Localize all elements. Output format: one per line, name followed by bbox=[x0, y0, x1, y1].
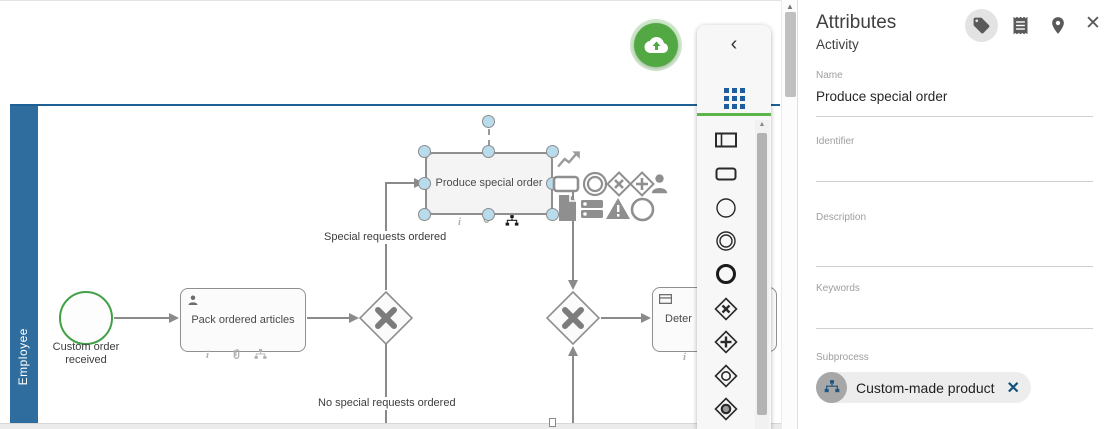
field-underline bbox=[816, 328, 1093, 329]
chevron-left-icon: ‹ bbox=[730, 33, 738, 55]
task-produce-special-order[interactable]: Produce special order bbox=[425, 152, 553, 215]
info-badge-icon: i bbox=[458, 216, 462, 228]
chip-label: Custom-made product bbox=[856, 379, 995, 396]
create-and-gateway-icon[interactable] bbox=[629, 171, 655, 197]
info-badge-icon: i bbox=[206, 349, 210, 361]
attach-trend-arrow-icon[interactable] bbox=[556, 148, 582, 170]
start-event-label: Custom order received bbox=[52, 341, 120, 366]
field-underline bbox=[816, 181, 1093, 182]
resize-handle-ne[interactable] bbox=[546, 145, 559, 158]
create-xor-gateway-icon[interactable] bbox=[606, 171, 632, 197]
selection-anchor-line bbox=[488, 129, 490, 146]
palette-item-end-event-icon[interactable] bbox=[714, 262, 738, 286]
diagram-canvas[interactable]: Employee Custom order received Pack orde… bbox=[0, 0, 800, 429]
name-field[interactable]: Produce special order bbox=[816, 89, 948, 104]
palette-item-start-event-icon[interactable] bbox=[714, 196, 738, 220]
attributes-tab-active[interactable] bbox=[965, 9, 998, 42]
resize-handle-w[interactable] bbox=[418, 177, 431, 190]
connectors-layer bbox=[114, 178, 651, 423]
palette-scrollbar-thumb[interactable] bbox=[757, 133, 767, 415]
create-task-icon[interactable] bbox=[552, 175, 580, 193]
task-label: Deter bbox=[665, 313, 692, 325]
task-label: Pack ordered articles bbox=[191, 313, 295, 326]
canvas-top-border bbox=[0, 0, 800, 1]
person-marker-icon bbox=[188, 295, 198, 305]
gateway-exclusive-2[interactable] bbox=[545, 290, 601, 346]
resize-handle-n[interactable] bbox=[482, 145, 495, 158]
palette-scrollbar[interactable]: ▲ bbox=[755, 120, 769, 429]
field-underline bbox=[816, 116, 1093, 117]
panel-title: Attributes bbox=[816, 12, 897, 33]
close-icon: ✕ bbox=[1006, 379, 1020, 397]
tag-icon bbox=[973, 17, 990, 34]
swimlane-header[interactable]: Employee bbox=[10, 105, 38, 423]
cloud-upload-icon bbox=[644, 37, 668, 53]
warning-triangle-icon[interactable] bbox=[605, 197, 631, 220]
location-pin-tab-button[interactable] bbox=[1048, 15, 1068, 36]
horizontal-scrollbar[interactable] bbox=[0, 423, 800, 429]
subprocess-badge-icon bbox=[254, 349, 267, 359]
chip-remove-button[interactable]: ✕ bbox=[1002, 378, 1025, 398]
arrowheads bbox=[169, 178, 651, 356]
field-label-keywords: Keywords bbox=[816, 283, 860, 294]
receipt-tab-button[interactable] bbox=[1010, 15, 1031, 36]
swimlane-top-border bbox=[10, 104, 780, 106]
gateway-exclusive-1[interactable] bbox=[358, 290, 414, 346]
palette-shapes-tab[interactable] bbox=[724, 88, 745, 109]
assign-role-person-icon[interactable] bbox=[651, 173, 668, 194]
field-label-identifier: Identifier bbox=[816, 136, 855, 147]
scroll-up-icon[interactable]: ▲ bbox=[758, 121, 766, 128]
connection-anchor-handle[interactable] bbox=[482, 115, 495, 128]
create-end-event-icon[interactable] bbox=[630, 197, 655, 222]
palette-item-intermediate-event-icon[interactable] bbox=[714, 229, 738, 253]
resize-handle-nw[interactable] bbox=[418, 145, 431, 158]
field-label-name: Name bbox=[816, 70, 843, 81]
palette-item-pool-icon[interactable] bbox=[714, 128, 738, 152]
attributes-panel: Attributes Activity ✕ Name Produce speci… bbox=[797, 0, 1110, 429]
task-pack-ordered-articles[interactable]: Pack ordered articles bbox=[180, 288, 306, 352]
attributes-rows-icon[interactable] bbox=[580, 199, 604, 219]
resize-handle-se[interactable] bbox=[546, 208, 559, 221]
palette-item-task-icon[interactable] bbox=[714, 162, 738, 186]
subprocess-chip[interactable]: Custom-made product ✕ bbox=[816, 372, 1031, 403]
shape-palette: ‹ bbox=[697, 25, 771, 429]
palette-item-event-gateway-icon[interactable] bbox=[714, 397, 738, 421]
task-type-marker-icon bbox=[659, 294, 672, 304]
panel-scrollbar-thumb[interactable] bbox=[785, 12, 796, 97]
attach-document-icon[interactable] bbox=[557, 194, 578, 222]
info-badge-icon: i bbox=[683, 351, 687, 363]
active-tab-indicator bbox=[697, 113, 771, 116]
task-label: Produce special order bbox=[435, 177, 543, 189]
field-label-subprocess: Subprocess bbox=[816, 352, 869, 363]
element-type-label: Activity bbox=[816, 37, 859, 52]
subprocess-hierarchy-icon bbox=[824, 380, 839, 393]
palette-item-inclusive-gateway-icon[interactable] bbox=[714, 364, 738, 388]
flow-label-no-special: No special requests ordered bbox=[316, 397, 458, 410]
close-panel-button[interactable]: ✕ bbox=[1085, 12, 1101, 35]
flow-label-special: Special requests ordered bbox=[322, 231, 449, 244]
panel-scrollbar[interactable]: ▲ bbox=[781, 0, 797, 429]
create-intermediate-event-icon[interactable] bbox=[582, 171, 608, 197]
palette-item-and-gateway-icon[interactable] bbox=[714, 330, 738, 354]
canvas-marker bbox=[549, 418, 556, 427]
close-icon: ✕ bbox=[1085, 13, 1101, 34]
palette-item-list bbox=[697, 120, 755, 429]
chip-avatar bbox=[816, 372, 847, 403]
field-label-description: Description bbox=[816, 212, 867, 223]
resize-handle-sw[interactable] bbox=[418, 208, 431, 221]
subprocess-badge-active-icon bbox=[505, 215, 519, 226]
sequence-flow-special[interactable] bbox=[385, 182, 417, 290]
start-event[interactable] bbox=[59, 291, 113, 345]
palette-collapse-button[interactable]: ‹ bbox=[697, 33, 771, 55]
palette-item-xor-gateway-icon[interactable] bbox=[714, 297, 738, 321]
scroll-up-icon[interactable]: ▲ bbox=[786, 2, 794, 11]
attachment-badge-icon bbox=[233, 349, 240, 359]
field-underline bbox=[816, 266, 1093, 267]
resize-handle-s[interactable] bbox=[482, 208, 495, 221]
publish-upload-button[interactable] bbox=[634, 23, 678, 67]
